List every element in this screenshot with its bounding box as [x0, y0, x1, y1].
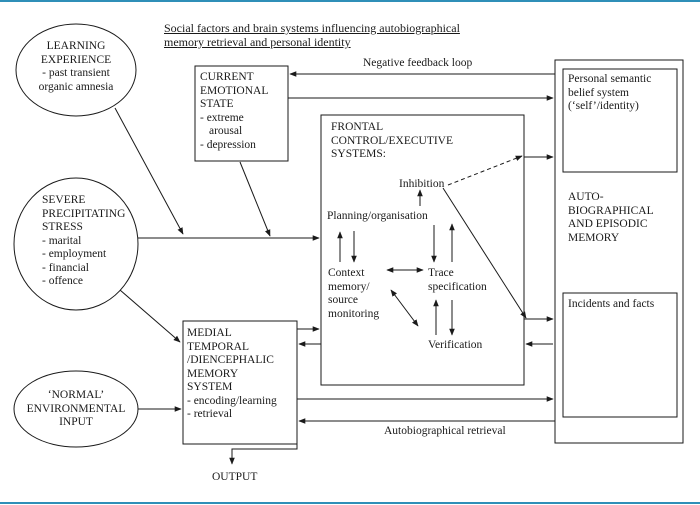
semantic-belief-box — [562, 68, 678, 173]
medial-line-5: SYSTEM — [187, 381, 233, 393]
semantic-belief-text: Personal semantic belief system (‘self’/… — [568, 73, 651, 114]
emotional-down-arrow — [239, 161, 271, 237]
learning-experience-ellipse — [15, 23, 137, 117]
frontal-heading: FRONTAL CONTROL/EXECUTIVE SYSTEMS: — [331, 121, 453, 162]
medial-temporal-text: MEDIAL TEMPORAL /DIENCEPHALIC MEMORY SYS… — [187, 327, 277, 422]
inhibition-to-incidents-arrow — [442, 187, 527, 319]
context-line-2: memory/ — [328, 280, 370, 293]
stress-line-6: - financial — [42, 261, 89, 274]
normal-line-3: INPUT — [59, 416, 93, 428]
context-line-3: source — [328, 294, 359, 306]
autobiographical-memory-box — [554, 59, 684, 444]
negative-feedback-label: Negative feedback loop — [363, 57, 473, 69]
stress-line-4: - marital — [42, 234, 82, 247]
autobiographical-retrieval-label: Autobiographical retrieval — [384, 425, 506, 437]
emotional-state-box — [194, 65, 289, 162]
inhibition-dashed-arrow — [447, 155, 523, 186]
severe-stress-text: SEVERE PRECIPITATING STRESS - marital - … — [42, 194, 125, 289]
trace-specification-label: Trace specification — [428, 267, 487, 294]
stress-line-1: SEVERE — [42, 194, 86, 206]
emotional-state-text: CURRENT EMOTIONAL STATE - extreme arousa… — [200, 71, 268, 152]
context-verification-arrow — [390, 289, 419, 327]
stress-line-3: STRESS — [42, 221, 83, 233]
normal-input-text: ‘NORMAL’ ENVIRONMENTAL INPUT — [26, 389, 126, 430]
context-line-4: monitoring — [328, 307, 380, 320]
frontal-line-1: FRONTAL — [331, 121, 384, 133]
medial-line-4: MEMORY — [187, 367, 239, 380]
trace-line-1: Trace — [428, 267, 454, 279]
semantic-line-2: belief system — [568, 86, 629, 99]
learning-line-4: organic amnesia — [38, 80, 114, 93]
medial-temporal-box — [182, 320, 298, 445]
trace-line-2: specification — [428, 280, 487, 293]
context-line-1: Context — [328, 267, 365, 279]
bottom-border — [0, 502, 700, 504]
auto-line-4: MEMORY — [568, 231, 620, 244]
normal-line-1: ‘NORMAL’ — [47, 389, 105, 401]
semantic-line-1: Personal semantic — [568, 73, 652, 85]
learning-line-2: EXPERIENCE — [40, 53, 112, 66]
emotional-line-3: STATE — [200, 98, 234, 110]
auto-line-1: AUTO- — [568, 191, 604, 203]
stress-ellipse — [13, 177, 139, 311]
learning-diagonal-arrow — [114, 107, 184, 235]
frontal-line-3: SYSTEMS: — [331, 148, 386, 160]
output-label: OUTPUT — [212, 471, 258, 483]
normal-line-2: ENVIRONMENTAL — [26, 402, 126, 415]
medial-line-2: TEMPORAL — [187, 340, 249, 353]
title-line-1: Social factors and brain systems influen… — [164, 21, 460, 35]
auto-line-2: BIOGRAPHICAL — [568, 204, 654, 217]
frontal-systems-box — [320, 114, 525, 386]
medial-line-3: /DIENCEPHALIC — [187, 354, 274, 366]
medial-line-7: - retrieval — [187, 408, 233, 420]
emotional-line-6: - depression — [200, 138, 256, 151]
emotional-line-1: CURRENT — [200, 71, 254, 83]
semantic-line-3: (‘self’/identity) — [568, 100, 639, 112]
diagram-title: Social factors and brain systems influen… — [164, 21, 460, 49]
auto-line-3: AND EPISODIC — [568, 218, 648, 230]
incidents-facts-box — [562, 292, 678, 418]
emotional-line-4: - extreme — [200, 111, 244, 124]
incidents-facts-label: Incidents and facts — [568, 298, 655, 310]
frontal-line-2: CONTROL/EXECUTIVE — [331, 134, 454, 147]
stress-line-5: - employment — [42, 248, 107, 260]
learning-line-3: - past transient — [42, 67, 110, 79]
emotional-line-5: arousal — [209, 125, 243, 137]
medial-line-1: MEDIAL — [187, 327, 232, 339]
top-border — [0, 0, 700, 2]
stress-to-medial-arrow — [119, 289, 181, 343]
verification-label: Verification — [428, 339, 483, 351]
learning-experience-text: LEARNING EXPERIENCE - past transient org… — [30, 40, 122, 94]
stress-line-7: - offence — [42, 275, 83, 287]
context-memory-label: Context memory/ source monitoring — [328, 267, 379, 321]
medial-line-6: - encoding/learning — [187, 394, 277, 407]
learning-line-1: LEARNING — [46, 40, 106, 52]
inhibition-label: Inhibition — [399, 178, 445, 190]
output-arrow — [229, 434, 298, 465]
emotional-line-2: EMOTIONAL — [200, 84, 269, 97]
planning-label: Planning/organisation — [327, 210, 428, 222]
stress-line-2: PRECIPITATING — [42, 207, 126, 220]
autobiographical-memory-text: AUTO- BIOGRAPHICAL AND EPISODIC MEMORY — [568, 191, 654, 245]
title-line-2: memory retrieval and personal identity — [164, 35, 351, 49]
